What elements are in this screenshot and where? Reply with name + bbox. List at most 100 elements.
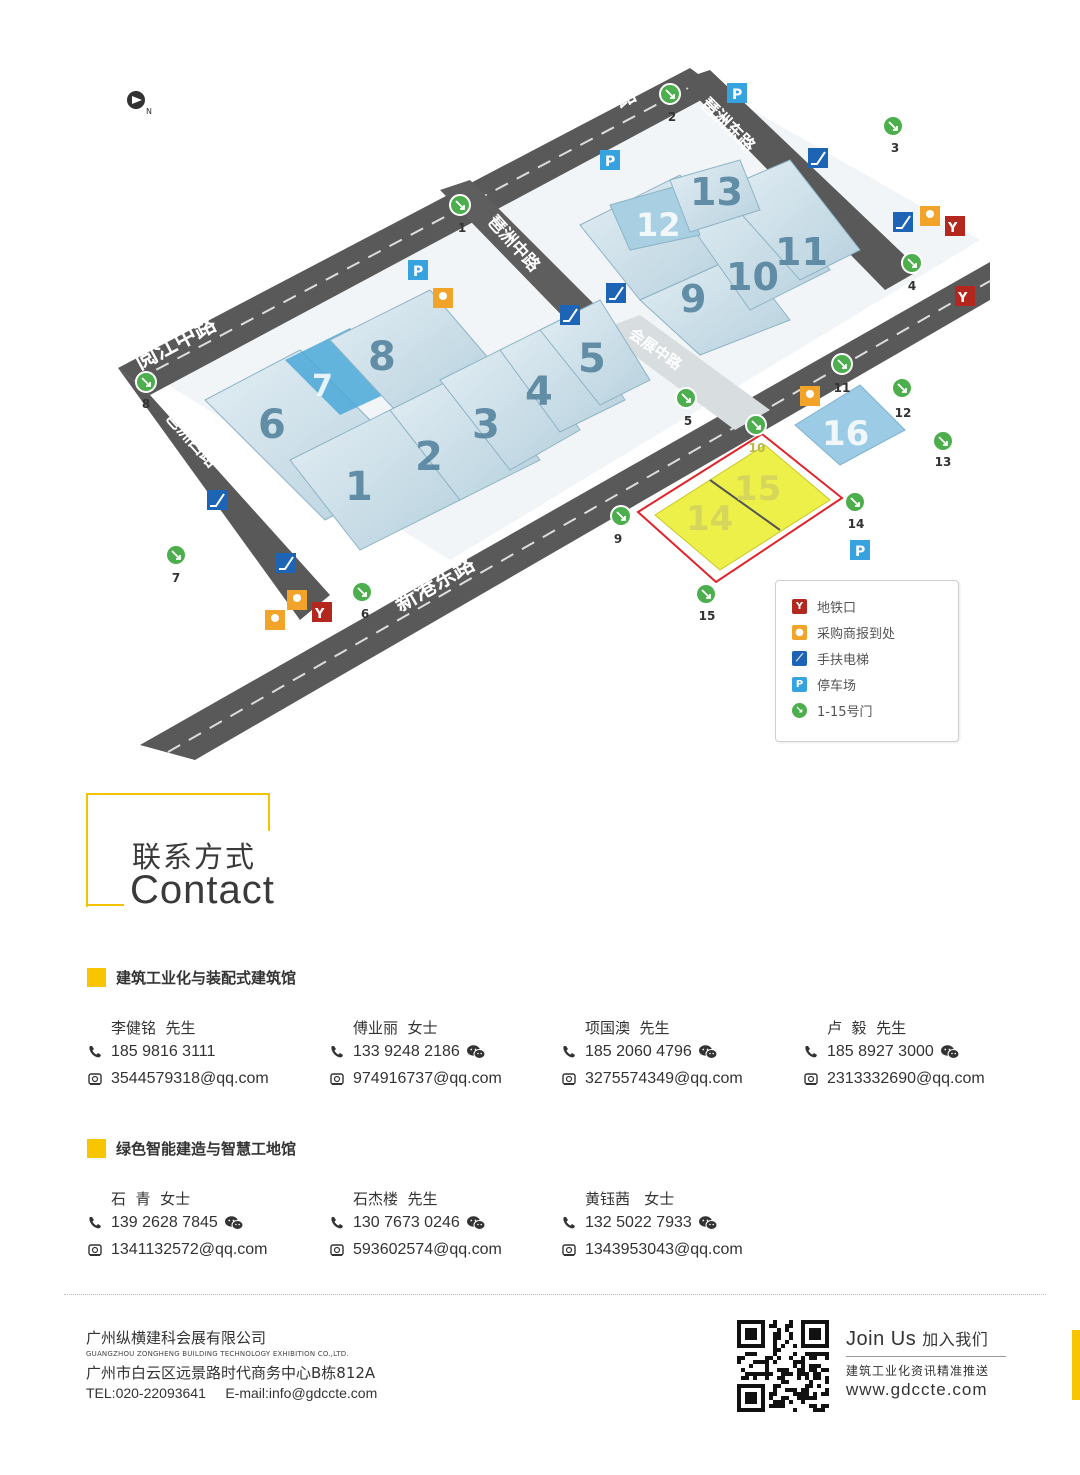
hall-12	[609, 184, 701, 251]
legend-item-metro: Y 地铁口	[792, 597, 856, 616]
contact-email[interactable]: 3275574349@qq.com	[585, 1070, 743, 1087]
contact-frame-bottom	[86, 904, 124, 906]
contact-email-row: 3275574349@qq.com	[561, 1070, 743, 1088]
escalator-icon	[207, 490, 227, 510]
gate-3: 3	[882, 115, 904, 155]
svg-text:P: P	[413, 264, 423, 280]
email-icon	[804, 1073, 818, 1085]
wechat-icon	[698, 1216, 718, 1230]
escalator-icon	[560, 305, 580, 325]
escalator-icon: ⟋	[792, 650, 807, 666]
gate-label: 8	[142, 397, 150, 411]
website-link[interactable]: www.gdccte.com	[846, 1380, 988, 1399]
contact-name: 石杰楼 先生	[353, 1190, 438, 1208]
legend-label: 采购商报到处	[817, 626, 896, 642]
gate-label: 14	[848, 517, 865, 531]
gate-label: 13	[935, 455, 952, 469]
gate-label: 1	[458, 221, 466, 235]
metro-icon: Y	[955, 286, 975, 306]
gate-9: 9	[610, 505, 632, 546]
roads	[118, 68, 991, 760]
hall-13	[669, 159, 761, 233]
contact-email[interactable]: 974916737@qq.com	[353, 1070, 502, 1087]
gate-1: 1	[449, 194, 471, 235]
section-title: 绿色智能建造与智慧工地馆	[87, 1138, 296, 1159]
gate-label: 3	[891, 141, 899, 155]
hall-label-2: 2	[415, 434, 443, 480]
hall-group-west	[204, 289, 651, 551]
email-icon	[330, 1073, 344, 1085]
contact-phone[interactable]: 132 5022 7933	[585, 1214, 692, 1231]
wechat-icon	[466, 1045, 486, 1059]
legend-item-gate: ↘ 1-15号门	[792, 701, 873, 720]
email-icon	[330, 1244, 344, 1256]
facility-icons: P P P P Y Y Y	[207, 83, 975, 630]
contact-email[interactable]: 1341132572@qq.com	[111, 1241, 268, 1258]
section-title-text: 绿色智能建造与智慧工地馆	[116, 1140, 297, 1158]
hall-label-9: 9	[680, 277, 706, 321]
contact-email[interactable]: 593602574@qq.com	[353, 1241, 502, 1258]
contact-email-row: 3544579318@qq.com	[87, 1070, 269, 1088]
contact-email-row: 1343953043@qq.com	[561, 1241, 743, 1259]
join-us-zh: 加入我们	[922, 1330, 989, 1349]
contact-phone-row: 139 2628 7845	[87, 1214, 252, 1232]
phone-icon	[89, 1217, 101, 1229]
wechat-icon	[466, 1216, 486, 1230]
road-center	[600, 315, 770, 430]
company-name-en: GUANGZHOU ZONGHENG BUILDING TECHNOLOGY E…	[86, 1350, 349, 1358]
contact-title-en: Contact	[130, 868, 275, 912]
metro-icon: Y	[312, 602, 332, 622]
svg-text:P: P	[605, 154, 615, 170]
contact-phone[interactable]: 185 9816 3111	[111, 1043, 216, 1060]
registration-icon	[287, 590, 307, 610]
gate-label: 5	[684, 414, 692, 428]
contact-email[interactable]: 1343953043@qq.com	[585, 1241, 743, 1258]
join-divider	[846, 1356, 1006, 1357]
join-us-heading: Join Us 加入我们	[846, 1326, 988, 1351]
phone-icon	[331, 1217, 343, 1229]
hall-label-16: 16	[822, 414, 869, 454]
legend-item-registration: ● 采购商报到处	[792, 623, 896, 642]
hall-label-1: 1	[345, 464, 373, 510]
gate-label: 2	[668, 110, 676, 124]
hall-label-12: 12	[636, 206, 681, 244]
contact-phone-row: 185 9816 3111	[87, 1043, 215, 1061]
company-address: 广州市白云区远景路时代商务中心B栋812A	[86, 1364, 376, 1382]
legend-item-parking: P 停车场	[792, 675, 856, 694]
svg-text:Y: Y	[314, 607, 325, 622]
svg-text:P: P	[855, 544, 865, 560]
parking-icon: P	[727, 83, 747, 103]
gate-4: 4	[901, 252, 923, 293]
hall-label-10: 10	[726, 255, 779, 299]
contact-email[interactable]: 2313332690@qq.com	[827, 1070, 985, 1087]
wechat-icon	[698, 1045, 718, 1059]
hall-label-7: 7	[312, 369, 333, 404]
contact-phone-row: 185 8927 3000	[803, 1043, 968, 1061]
hall-16	[794, 384, 906, 466]
join-tagline: 建筑工业化资讯精准推送	[846, 1364, 990, 1378]
hall-numbers-west: 6 7 8 1 2 3 4 5	[258, 334, 606, 510]
legend-label: 手扶电梯	[817, 652, 870, 668]
venue-map: N 阅江中路 路 新港东路 路 琶洲西路 琶洲	[118, 68, 991, 760]
registration-icon: ●	[792, 624, 807, 640]
hall-7	[285, 328, 405, 415]
contact-email[interactable]: 3544579318@qq.com	[111, 1070, 269, 1087]
contact-phone[interactable]: 133 9248 2186	[353, 1043, 460, 1060]
svg-text:Y: Y	[957, 291, 968, 306]
company-tel-email: TEL:020-22093641 E-mail:info@gdccte.com	[86, 1385, 378, 1401]
contact-phone[interactable]: 185 8927 3000	[827, 1043, 934, 1060]
contact-name: 项国澳 先生	[585, 1019, 670, 1037]
metro-icon: Y	[945, 216, 965, 236]
contact-phone[interactable]: 185 2060 4796	[585, 1043, 692, 1060]
email-icon	[88, 1244, 102, 1256]
contact-phone-row: 185 2060 4796	[561, 1043, 726, 1061]
legend-label: 1-15号门	[817, 704, 873, 720]
phone-icon	[563, 1046, 575, 1058]
contact-phone[interactable]: 139 2628 7845	[111, 1214, 218, 1231]
email-icon	[88, 1073, 102, 1085]
qr-code[interactable]	[737, 1320, 829, 1412]
contact-phone[interactable]: 130 7673 0246	[353, 1214, 460, 1231]
contact-name: 黄钰茜 女士	[585, 1190, 675, 1208]
email-icon	[562, 1073, 576, 1085]
company-info: 广州纵横建科会展有限公司 GUANGZHOU ZONGHENG BUILDING…	[86, 1327, 377, 1401]
